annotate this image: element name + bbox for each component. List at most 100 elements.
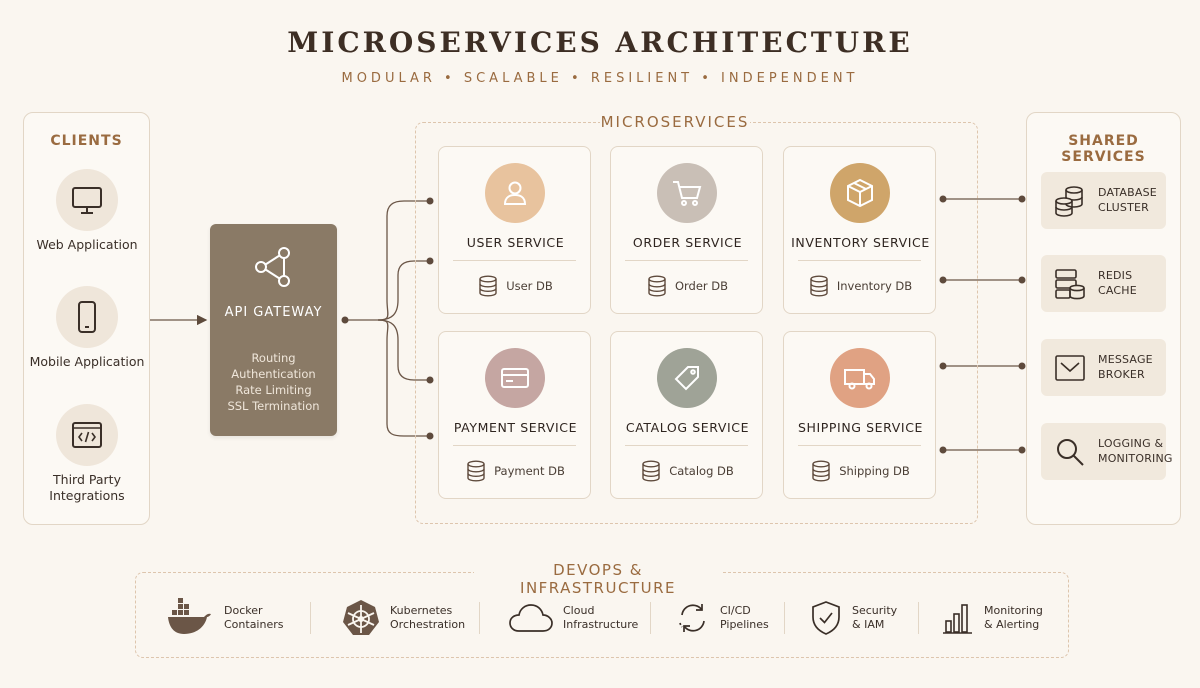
client-label-mobile: Mobile Application	[29, 354, 145, 369]
catalog-service-name: CATALOG SERVICE	[625, 420, 750, 435]
docker-line1: Docker	[224, 604, 263, 617]
database-cluster-label: DATABASE CLUSTER	[1098, 186, 1157, 214]
code-window-icon	[72, 422, 102, 448]
devops-item-security: Security & IAM	[810, 596, 897, 640]
cart-icon	[673, 181, 702, 206]
cicd-line1: CI/CD	[720, 604, 751, 617]
inventory-db-label: Inventory DB	[836, 279, 913, 293]
inventory-service-card: INVENTORY SERVICE Inventory DB	[783, 146, 936, 314]
devops-separator	[310, 602, 311, 634]
gateway-title: API GATEWAY	[224, 305, 323, 320]
catalog-service-icon-circle	[657, 348, 717, 408]
shipping-service-name: SHIPPING SERVICE	[797, 420, 924, 435]
devops-item-cicd: CI/CD Pipelines	[676, 596, 769, 640]
devops-separator	[650, 602, 651, 634]
clients-title: CLIENTS	[50, 133, 123, 149]
api-gateway-box: API GATEWAY Routing Authentication Rate …	[210, 224, 337, 436]
order-service-divider	[625, 260, 748, 261]
shipping-service-divider	[798, 445, 921, 446]
catalog-service-card: CATALOG SERVICE Catalog DB	[610, 331, 763, 499]
mobile-client-circle	[56, 286, 118, 348]
shipping-db: Shipping DB	[784, 460, 937, 482]
monitoring-line1: Monitoring	[984, 604, 1043, 617]
magnifier-icon	[1057, 439, 1084, 466]
gateway-feature-ssl: SSL Termination	[227, 399, 320, 413]
mobile-phone-icon	[78, 301, 96, 333]
user-icon	[503, 181, 527, 205]
microservices-title: MICROSERVICES	[600, 113, 750, 131]
shared-services-title: SHARED SERVICES	[1061, 133, 1146, 165]
client-label-web: Web Application	[36, 237, 138, 252]
devops-separator	[479, 602, 480, 634]
cycle-arrows-icon	[679, 604, 705, 632]
gateway-to-shipping-line	[377, 319, 430, 437]
shipping-db-label: Shipping DB	[839, 464, 910, 478]
cloud-line2: Infrastructure	[563, 618, 639, 631]
monitoring-line2: & Alerting	[984, 618, 1040, 631]
user-service-icon-circle	[485, 163, 545, 223]
box-icon	[847, 178, 873, 208]
page-subtitle: MODULAR • SCALABLE • RESILIENT • INDEPEN…	[341, 71, 859, 86]
bar-chart-icon	[943, 604, 972, 634]
cicd-line2: Pipelines	[720, 618, 769, 631]
devops-item-docker: Docker Containers	[166, 596, 284, 640]
monitor-icon	[72, 187, 102, 214]
devops-title: DEVOPS & INFRASTRUCTURE	[474, 561, 722, 597]
shipping-service-icon-circle	[830, 348, 890, 408]
gateway-to-user-line	[377, 200, 430, 321]
devops-separator	[784, 602, 785, 634]
logging-monitoring-item: LOGGING & MONITORING	[1041, 423, 1173, 480]
gateway-feature-rate-limiting: Rate Limiting	[235, 383, 312, 397]
inventory-service-name: INVENTORY SERVICE	[791, 235, 930, 250]
user-service-divider	[453, 260, 576, 261]
payment-db: Payment DB	[439, 460, 592, 482]
order-service-icon-circle	[657, 163, 717, 223]
database-icon	[642, 460, 660, 482]
docker-whale-icon	[168, 598, 211, 634]
payment-db-label: Payment DB	[494, 464, 565, 478]
catalog-service-divider	[625, 445, 748, 446]
database-icon	[479, 275, 497, 297]
database-icon	[810, 275, 828, 297]
tag-icon	[674, 366, 699, 391]
catalog-db-label: Catalog DB	[669, 464, 734, 478]
devops-item-cloud: Cloud Infrastructure	[509, 596, 638, 640]
database-icon	[648, 275, 666, 297]
payment-service-card: PAYMENT SERVICE Payment DB	[438, 331, 591, 499]
database-cluster-icon	[1055, 186, 1083, 217]
catalog-db: Catalog DB	[611, 460, 764, 482]
cloud-line1: Cloud	[563, 604, 595, 617]
gateway-to-order-line	[377, 260, 430, 321]
payment-service-name: PAYMENT SERVICE	[453, 420, 578, 435]
logging-monitoring-label: LOGGING & MONITORING	[1098, 437, 1173, 465]
devops-item-monitoring: Monitoring & Alerting	[942, 596, 1043, 640]
kubernetes-wheel-icon	[343, 600, 379, 635]
redis-cache-item: REDIS CACHE	[1041, 255, 1166, 312]
message-broker-label: MESSAGE BROKER	[1098, 353, 1153, 381]
page-title: MICROSERVICES ARCHITECTURE	[287, 26, 913, 59]
inventory-db: Inventory DB	[784, 275, 937, 297]
docker-line2: Containers	[224, 618, 284, 631]
gateway-to-payment-line	[377, 319, 430, 381]
database-icon	[467, 460, 485, 482]
security-line1: Security	[852, 604, 898, 617]
order-db: Order DB	[611, 275, 764, 297]
kubernetes-line2: Orchestration	[390, 618, 466, 631]
client-label-integrations: Third Party Integrations	[49, 472, 125, 503]
shipping-service-card: SHIPPING SERVICE Shipping DB	[783, 331, 936, 499]
cloud-icon	[509, 604, 553, 632]
order-db-label: Order DB	[674, 279, 729, 293]
order-service-name: ORDER SERVICE	[632, 235, 743, 250]
devops-separator	[918, 602, 919, 634]
cache-icon	[1055, 269, 1085, 300]
security-line2: & IAM	[852, 618, 885, 631]
gateway-feature-routing: Routing	[251, 351, 296, 365]
web-client-circle	[56, 169, 118, 231]
shield-check-icon	[812, 601, 840, 635]
kubernetes-line1: Kubernetes	[390, 604, 453, 617]
credit-card-icon	[501, 368, 529, 388]
message-broker-item: MESSAGE BROKER	[1041, 339, 1166, 396]
payment-service-icon-circle	[485, 348, 545, 408]
inventory-service-icon-circle	[830, 163, 890, 223]
